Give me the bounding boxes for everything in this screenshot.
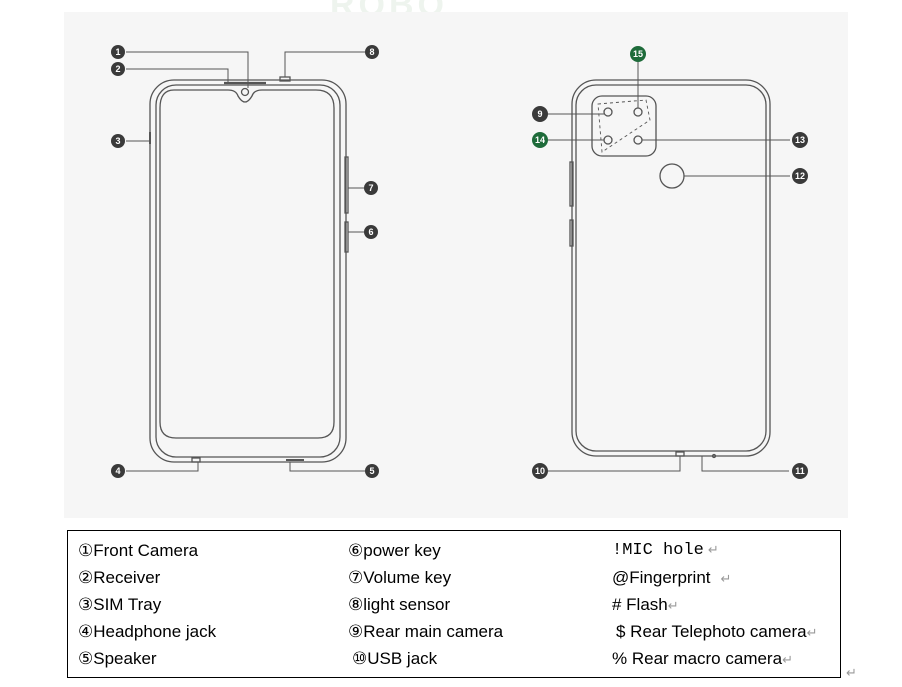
leader-10 <box>548 456 681 472</box>
callout-4: 4 <box>111 464 125 478</box>
callout-12: 12 <box>792 168 808 184</box>
legend-item-rear-macro-camera: % Rear macro camera↵ <box>612 649 793 671</box>
legend-item-power-key: ⑥power key <box>348 541 441 560</box>
svg-text:12: 12 <box>795 171 805 181</box>
front-camera-lens <box>240 87 250 97</box>
legend-item-flash: # Flash↵ <box>612 595 679 617</box>
return-mark: ↵ <box>720 572 732 587</box>
leader-11 <box>701 456 789 472</box>
front-leader-lines <box>126 51 365 472</box>
front-phone <box>149 76 349 463</box>
return-mark: ↵ <box>707 543 719 558</box>
leader-8 <box>284 51 365 77</box>
mic-hole-dot <box>711 453 717 459</box>
svg-text:4: 4 <box>115 466 120 476</box>
svg-text:10: 10 <box>535 466 545 476</box>
svg-text:3: 3 <box>115 136 120 146</box>
callout-14: 14 <box>532 132 548 148</box>
svg-text:15: 15 <box>633 49 643 59</box>
volume-key-shape <box>344 156 349 214</box>
back-phone-body <box>571 79 771 457</box>
callout-3: 3 <box>111 134 125 148</box>
legend-item-mic-hole-text: !MIC hole <box>612 541 704 560</box>
fingerprint-sensor <box>659 163 685 189</box>
callout-1: 1 <box>111 45 125 59</box>
legend-item-light-sensor: ⑧light sensor <box>348 595 451 614</box>
front-screen <box>159 89 335 439</box>
usb-jack-shape <box>675 451 685 457</box>
return-mark: ↵ <box>782 653 793 668</box>
callout-15: 15 <box>630 46 646 62</box>
light-sensor-mark <box>279 76 291 82</box>
legend-item-usb-jack: ⑩USB jack <box>352 649 438 668</box>
flash-dot <box>633 107 643 117</box>
callout-10: 10 <box>532 463 548 479</box>
callout-5: 5 <box>365 464 379 478</box>
back-leader-lines <box>548 62 790 472</box>
back-phone <box>569 79 771 459</box>
svg-text:11: 11 <box>795 466 805 476</box>
leader-4 <box>126 462 199 472</box>
svg-text:13: 13 <box>795 135 805 145</box>
callout-6: 6 <box>364 225 378 239</box>
end-return-mark: ↵ <box>846 666 857 681</box>
back-side-key-1 <box>569 161 574 207</box>
phone-diagram: 1 2 3 4 5 6 7 8 9 10 11 12 13 14 15 <box>64 12 848 518</box>
callout-13: 13 <box>792 132 808 148</box>
legend-item-front-camera: ①Front Camera <box>78 541 199 560</box>
legend-item-mic-hole: !MIC hole↵ <box>612 541 719 561</box>
legend-item-volume-key: ⑦Volume key <box>348 568 452 587</box>
svg-text:8: 8 <box>369 47 374 57</box>
legend-item-speaker: ⑤Speaker <box>78 649 157 668</box>
legend-item-rear-telephoto-camera-text: $ Rear Telephoto camera <box>616 622 807 641</box>
legend-item-fingerprint: @Fingerprint ↵ <box>612 568 731 590</box>
svg-text:9: 9 <box>537 109 542 119</box>
svg-text:7: 7 <box>368 183 373 193</box>
leader-1 <box>126 51 249 88</box>
camera-array-dashed-outline <box>597 99 651 153</box>
rear-macro-camera-lens <box>603 135 613 145</box>
svg-text:5: 5 <box>369 466 374 476</box>
leader-5 <box>289 462 365 472</box>
legend-item-headphone-jack: ④Headphone jack <box>78 622 217 641</box>
return-mark: ↵ <box>667 599 679 614</box>
legend-item-rear-macro-camera-text: % Rear macro camera <box>612 649 783 668</box>
legend-item-rear-telephoto-camera: $ Rear Telephoto camera↵ <box>616 622 817 644</box>
callout-11: 11 <box>792 463 808 479</box>
callout-2: 2 <box>111 62 125 76</box>
legend-item-fingerprint-text: @Fingerprint <box>612 568 711 587</box>
power-key-shape <box>344 221 349 253</box>
camera-module <box>591 95 657 157</box>
svg-text:1: 1 <box>115 47 120 57</box>
svg-text:14: 14 <box>535 135 545 145</box>
legend-item-sim-tray: ③SIM Tray <box>78 595 162 614</box>
callout-9: 9 <box>532 106 548 122</box>
back-phone-inner-edge <box>575 84 767 452</box>
front-phone-inner-edge <box>155 84 341 458</box>
svg-text:6: 6 <box>368 227 373 237</box>
callout-7: 7 <box>364 181 378 195</box>
legend-table: ①Front Camera ②Receiver ③SIM Tray ④Headp… <box>67 530 841 678</box>
callout-8: 8 <box>365 45 379 59</box>
leader-2 <box>126 68 229 82</box>
legend-item-flash-text: # Flash <box>612 595 668 614</box>
rear-main-camera-lens <box>603 107 613 117</box>
svg-text:2: 2 <box>115 64 120 74</box>
phone-diagram-svg: 1 2 3 4 5 6 7 8 9 10 11 12 13 14 15 <box>111 45 808 479</box>
return-mark: ↵ <box>806 626 818 641</box>
headphone-jack-shape <box>191 457 201 463</box>
legend-item-receiver: ②Receiver <box>78 568 161 587</box>
front-phone-body <box>149 79 347 463</box>
rear-telephoto-camera-lens <box>633 135 643 145</box>
back-side-key-2 <box>569 219 574 247</box>
legend-item-rear-main-camera: ⑨Rear main camera <box>348 622 504 641</box>
